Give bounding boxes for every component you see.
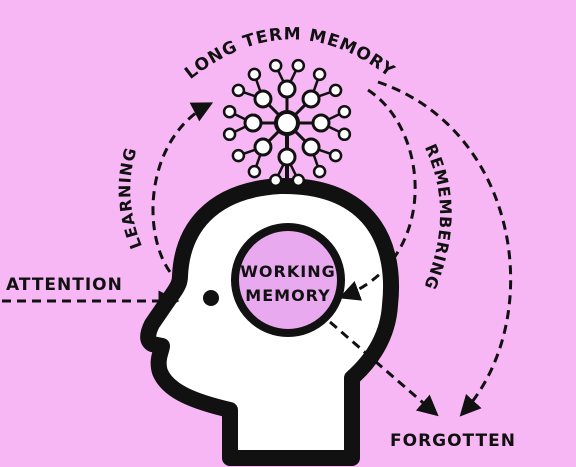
remembering-label: REMEMBERING: [420, 141, 455, 293]
neuron-inner-node: [277, 147, 297, 167]
neuron-network-icon: [222, 58, 352, 188]
neuron-outer-node: [268, 173, 283, 188]
remembering-arrow: [338, 88, 417, 301]
attention-label: ATTENTION: [6, 275, 123, 295]
neuron-inner-node: [253, 89, 273, 109]
ltm-forgotten-arrow: [377, 80, 513, 417]
wm-forgotten-arrow: [329, 320, 439, 417]
working-memory-circle: [231, 223, 345, 337]
neuron-outer-node: [268, 58, 283, 73]
neuron-inner-node: [277, 79, 297, 99]
neuron-outer-node: [222, 127, 237, 142]
neuron-inner-node: [301, 137, 321, 157]
neuron-outer-node: [312, 164, 327, 179]
neuron-inner-node: [253, 137, 273, 157]
neuron-outer-node: [247, 164, 262, 179]
eye-dot: [203, 290, 219, 306]
long-term-memory-label: LONG TERM MEMORY: [181, 24, 398, 83]
neuron-outer-node: [337, 127, 352, 142]
neuron-outer-node: [291, 173, 306, 188]
forgotten-label: FORGOTTEN: [390, 431, 516, 451]
neuron-inner-node: [243, 113, 263, 133]
neuron-outer-node: [328, 83, 343, 98]
neuron-outer-node: [337, 104, 352, 119]
working-memory-label-line1: WORKING: [240, 262, 335, 281]
neuron-outer-node: [291, 58, 306, 73]
neuron-outer-node: [328, 148, 343, 163]
neuron-outer-node: [231, 148, 246, 163]
learning-arrow: [151, 102, 214, 285]
neuron-outer-node: [231, 83, 246, 98]
neuron-inner-node: [311, 113, 331, 133]
neuron-core-node: [274, 110, 300, 136]
neuron-outer-node: [222, 104, 237, 119]
neuron-outer-node: [312, 67, 327, 82]
neuron-inner-node: [301, 89, 321, 109]
working-memory-label-line2: MEMORY: [245, 286, 330, 305]
neuron-outer-node: [247, 67, 262, 82]
learning-label: LEARNING: [115, 145, 146, 252]
